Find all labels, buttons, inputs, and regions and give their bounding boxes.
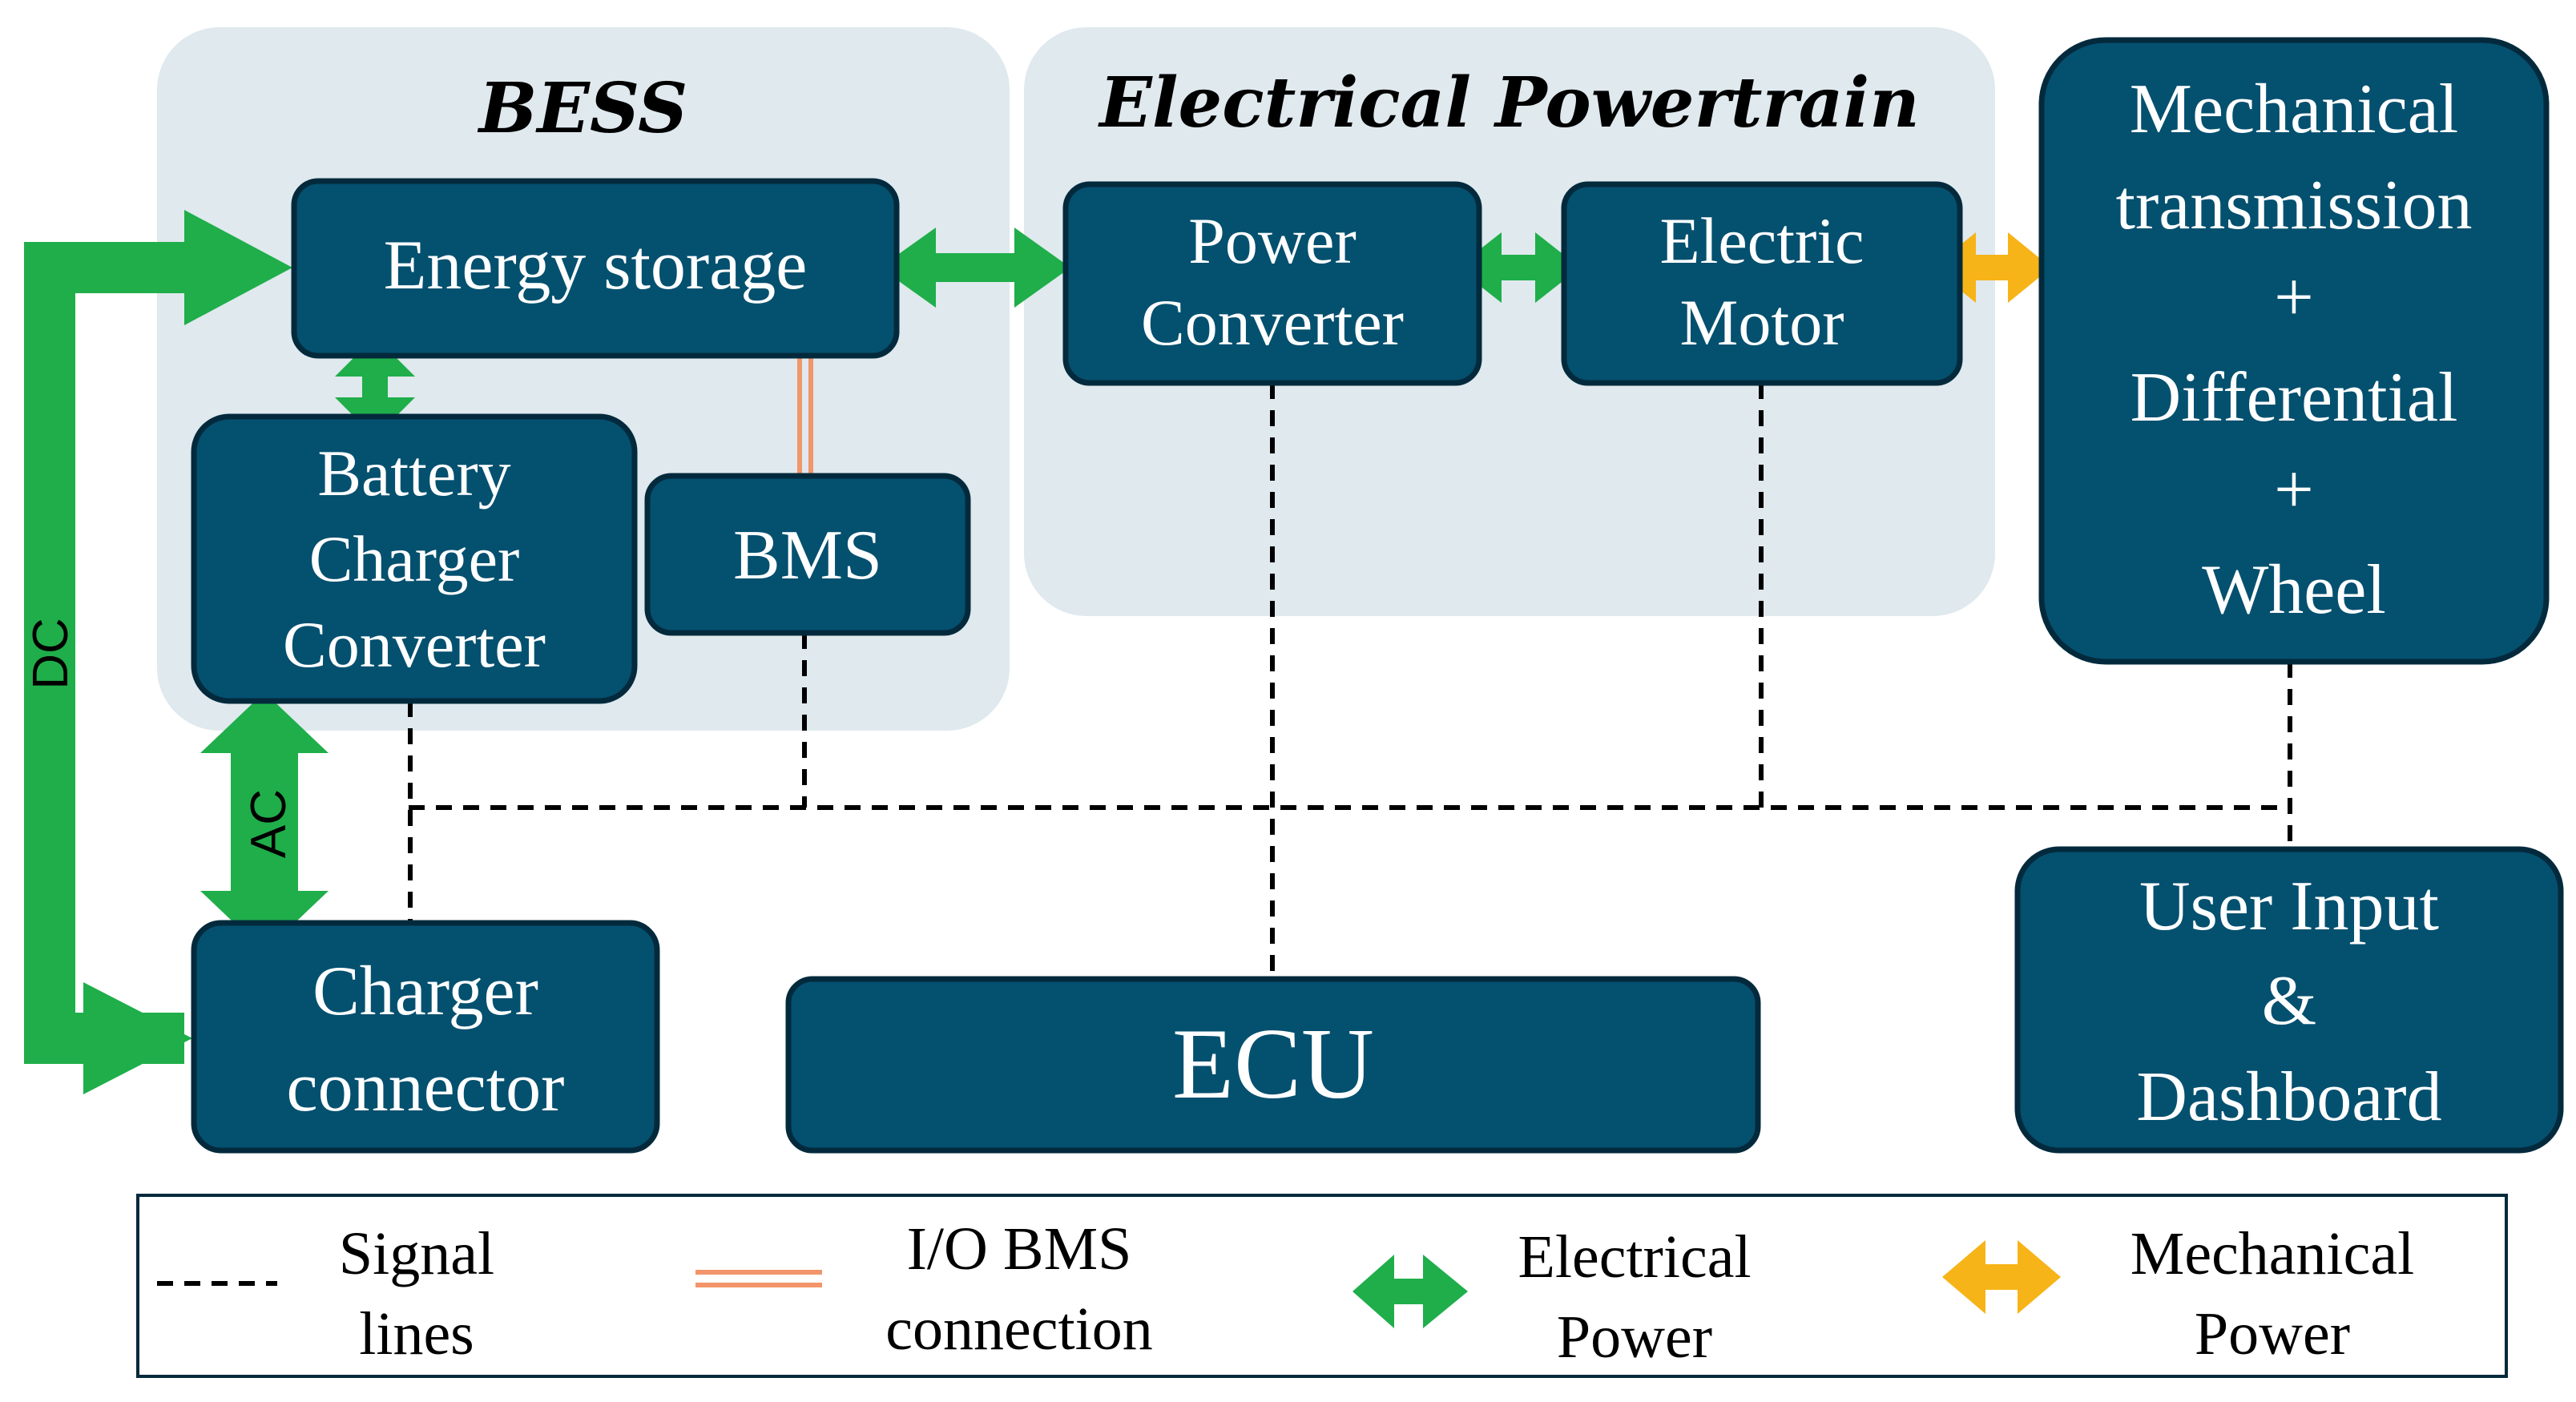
legend-bms-swatch <box>695 1270 822 1287</box>
mechanical-transmission-block: Mechanical transmission + Differential +… <box>2038 37 2550 665</box>
svg-text:Converter: Converter <box>283 608 546 681</box>
signal-lines <box>408 383 2292 979</box>
legend-bms-label: I/O BMS <box>907 1215 1132 1283</box>
bess-group-title: BESS <box>477 68 688 149</box>
legend-signal-label-2: lines <box>359 1300 474 1368</box>
legend-electrical-swatch <box>1353 1255 1468 1328</box>
electric-motor-block: Electric Motor <box>1561 181 1963 386</box>
svg-text:Converter: Converter <box>1141 286 1404 359</box>
svg-text:Dashboard: Dashboard <box>2136 1058 2441 1136</box>
svg-text:BMS: BMS <box>733 517 882 594</box>
powertrain-group-title: Electrical Powertrain <box>1097 62 1919 143</box>
energy-storage-block: Energy storage <box>291 178 900 359</box>
svg-text:User Input: User Input <box>2139 868 2439 945</box>
svg-text:Power: Power <box>1188 204 1357 277</box>
energy-storage-converter-arrow <box>880 228 1070 308</box>
svg-text:+: + <box>2274 451 2314 529</box>
bms-io-connection <box>797 354 813 476</box>
dc-arrow-head-bottom <box>83 982 192 1094</box>
svg-text:+: + <box>2274 259 2314 336</box>
power-converter-block: Power Converter <box>1062 181 1482 386</box>
svg-text:Motor: Motor <box>1680 286 1844 359</box>
legend-electrical-label-2: Power <box>1557 1303 1712 1371</box>
dc-label: DC <box>23 618 79 690</box>
ecu-block: ECU <box>785 976 1761 1154</box>
svg-text:transmission: transmission <box>2116 167 2473 244</box>
legend-bms-label-2: connection <box>885 1295 1152 1363</box>
svg-text:Charger: Charger <box>309 522 520 595</box>
user-input-dashboard-block: User Input & Dashboard <box>2014 846 2564 1154</box>
legend-mechanical-label-2: Power <box>2195 1300 2350 1368</box>
svg-text:Charger: Charger <box>312 953 538 1030</box>
svg-text:Mechanical: Mechanical <box>2130 71 2458 148</box>
svg-text:&: & <box>2262 962 2316 1040</box>
svg-text:Battery: Battery <box>317 437 510 510</box>
dc-arrow-shaft-bottom <box>24 1013 96 1064</box>
legend-mechanical-swatch <box>1942 1240 2061 1314</box>
powertrain-group <box>1024 27 1995 616</box>
svg-text:Electric: Electric <box>1660 204 1864 277</box>
svg-text:connector: connector <box>287 1049 565 1126</box>
battery-charger-converter-block: Battery Charger Converter <box>191 413 638 704</box>
svg-text:Wheel: Wheel <box>2202 551 2386 629</box>
legend-mechanical-label: Mechanical <box>2131 1220 2414 1287</box>
svg-text:Differential: Differential <box>2131 359 2458 437</box>
legend-signal-label: Signal <box>339 1220 494 1287</box>
svg-text:Energy storage: Energy storage <box>384 227 808 304</box>
svg-text:ECU: ECU <box>1172 1009 1374 1120</box>
charger-connector-block: Charger connector <box>191 920 660 1154</box>
ac-label: AC <box>241 789 296 858</box>
bms-block: BMS <box>644 473 971 636</box>
legend: Signal lines I/O BMS connection Electric… <box>136 1194 2508 1378</box>
legend-electrical-label: Electrical <box>1518 1223 1751 1291</box>
